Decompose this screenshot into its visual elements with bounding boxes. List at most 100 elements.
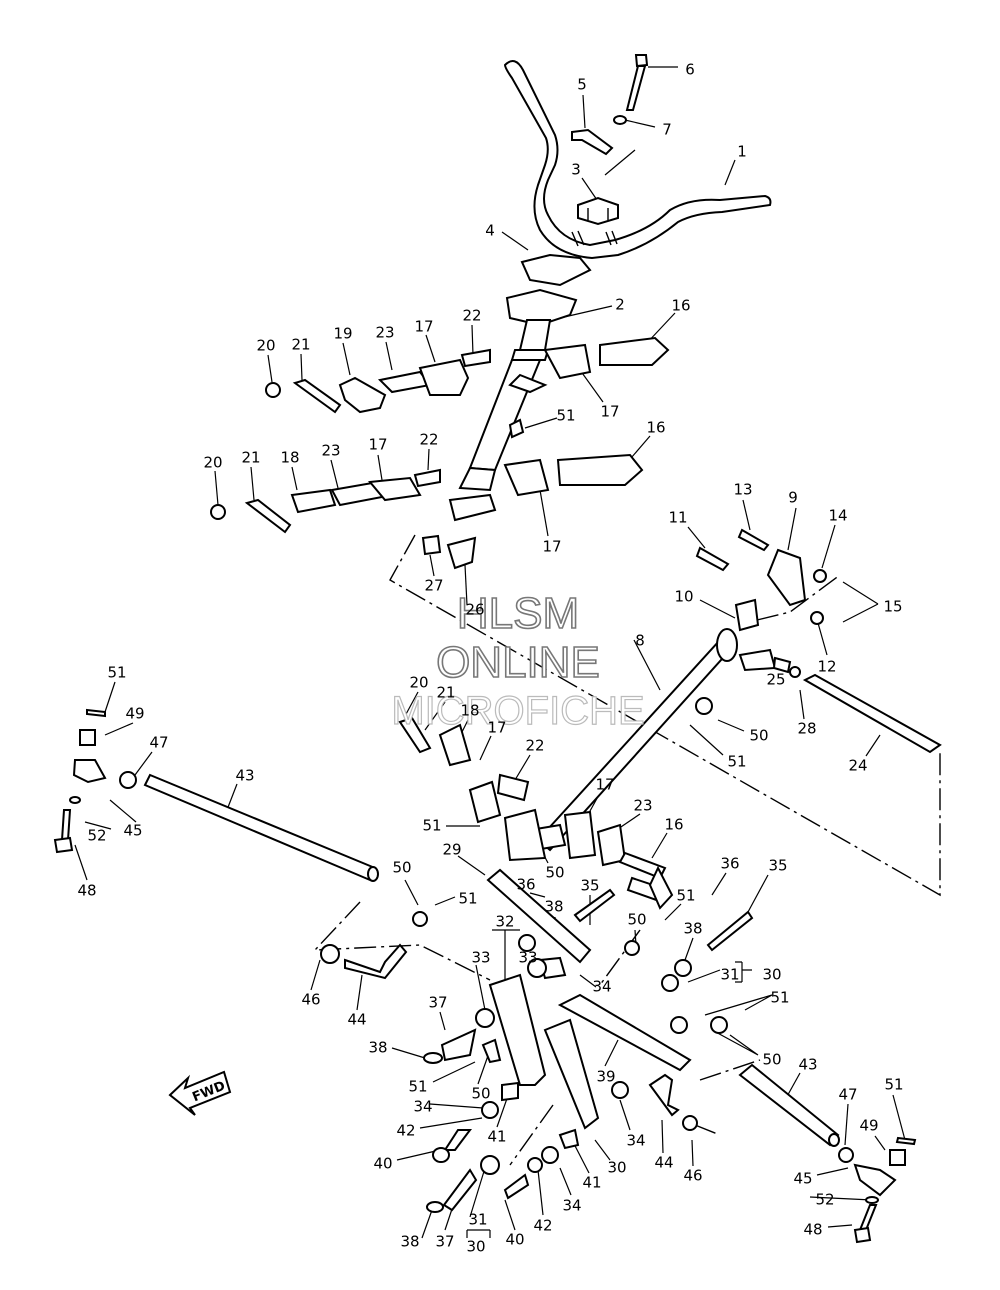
part-callout-34: 34 [626,1132,645,1150]
part-callout-40: 40 [505,1231,524,1249]
part-callout-14: 14 [828,507,847,525]
part-callout-10: 10 [674,588,693,606]
part-callout-45: 45 [123,822,142,840]
part-callout-50: 50 [545,864,564,882]
part-callout-39: 39 [596,1068,615,1086]
part-callout-17: 17 [368,436,387,454]
callout-labels: 1234567891011121314151616161717171717171… [77,61,903,1256]
part-callout-43: 43 [235,767,254,785]
steering-column [448,288,578,522]
part-callout-19: 19 [333,325,352,343]
part-callout-51: 51 [107,664,126,682]
part-callout-5: 5 [577,76,587,94]
part-callout-23: 23 [375,324,394,342]
part-callout-13: 13 [733,481,752,499]
part-callout-17: 17 [487,719,506,737]
handlebar-holder-upper [577,196,619,226]
part-callout-20: 20 [409,674,428,692]
part-callout-15: 15 [883,598,902,616]
part-callout-38: 38 [400,1233,419,1251]
tie-rod-43-left [53,708,379,882]
part-callout-45: 45 [793,1170,812,1188]
part-callout-38: 38 [683,920,702,938]
part-callout-37: 37 [428,994,447,1012]
part-callout-49: 49 [859,1117,878,1135]
part-callout-43: 43 [798,1056,817,1074]
part-callout-25: 25 [766,671,785,689]
upper-linkage [265,336,670,414]
part-callout-38: 38 [368,1039,387,1057]
part-callout-48: 48 [803,1221,822,1239]
part-callout-50: 50 [749,727,768,745]
middle-linkage-lower [398,716,674,910]
part-callout-34: 34 [592,978,611,996]
part-callout-20: 20 [256,337,275,355]
part-callout-29: 29 [442,841,461,859]
part-callout-52: 52 [87,827,106,845]
part-callout-16: 16 [664,816,683,834]
middle-linkage [210,418,644,570]
part-callout-41: 41 [487,1128,506,1146]
part-callout-8: 8 [635,632,645,650]
assembly-reference-lines [313,534,941,1166]
part-callout-11: 11 [668,509,687,527]
handlebar-holder-lower [520,253,592,287]
part-callout-20: 20 [203,454,222,472]
part-callout-30: 30 [607,1159,626,1177]
part-callout-51: 51 [770,989,789,1007]
part-callout-26: 26 [465,601,484,619]
part-callout-34: 34 [562,1197,581,1215]
leader-lines [74,66,906,1239]
part-callout-38: 38 [544,898,563,916]
bolt-6 [625,54,649,111]
part-callout-23: 23 [633,797,652,815]
part-callout-22: 22 [525,737,544,755]
part-callout-18: 18 [280,449,299,467]
part-callout-51: 51 [408,1078,427,1096]
part-callout-32: 32 [495,913,514,931]
part-callout-4: 4 [485,222,495,240]
watermark: HLSM ONLINE MICROFICHE [391,588,646,733]
part-callout-33: 33 [471,949,490,967]
part-callout-7: 7 [662,121,672,139]
part-callout-17: 17 [600,403,619,421]
part-callout-28: 28 [797,720,816,738]
part-callout-18: 18 [460,702,479,720]
part-callout-46: 46 [683,1167,702,1185]
steering-shaft-8 [528,628,738,852]
part-callout-47: 47 [838,1086,857,1104]
part-callout-16: 16 [646,419,665,437]
part-callout-1: 1 [737,143,747,161]
part-callout-2: 2 [615,296,625,314]
part-callout-17: 17 [595,776,614,794]
part-callout-22: 22 [419,431,438,449]
part-callout-30: 30 [466,1238,485,1256]
part-callout-51: 51 [676,887,695,905]
part-callout-51: 51 [556,407,575,425]
part-callout-33: 33 [518,949,537,967]
part-callout-42: 42 [533,1217,552,1235]
part-callout-50: 50 [392,859,411,877]
part-callout-17: 17 [542,538,561,556]
part-callout-42: 42 [396,1122,415,1140]
part-callout-44: 44 [347,1011,366,1029]
part-callout-49: 49 [125,705,144,723]
clamp-5 [571,128,614,156]
part-callout-17: 17 [414,318,433,336]
part-callout-21: 21 [291,336,310,354]
watermark-line-3: MICROFICHE [391,689,644,733]
part-callout-6: 6 [685,61,695,79]
part-callout-35: 35 [580,877,599,895]
part-callout-44: 44 [654,1154,673,1172]
part-callout-50: 50 [762,1051,781,1069]
part-callout-50: 50 [471,1085,490,1103]
watermark-line-1: HLSM [457,589,579,638]
part-callout-47: 47 [149,734,168,752]
nut-50-a [695,697,713,715]
part-callout-36: 36 [516,876,535,894]
fwd-arrow-icon: FWD [168,1070,232,1116]
part-callout-51: 51 [458,890,477,908]
washer-7 [613,115,627,125]
part-callout-48: 48 [77,882,96,900]
part-callout-35: 35 [768,857,787,875]
